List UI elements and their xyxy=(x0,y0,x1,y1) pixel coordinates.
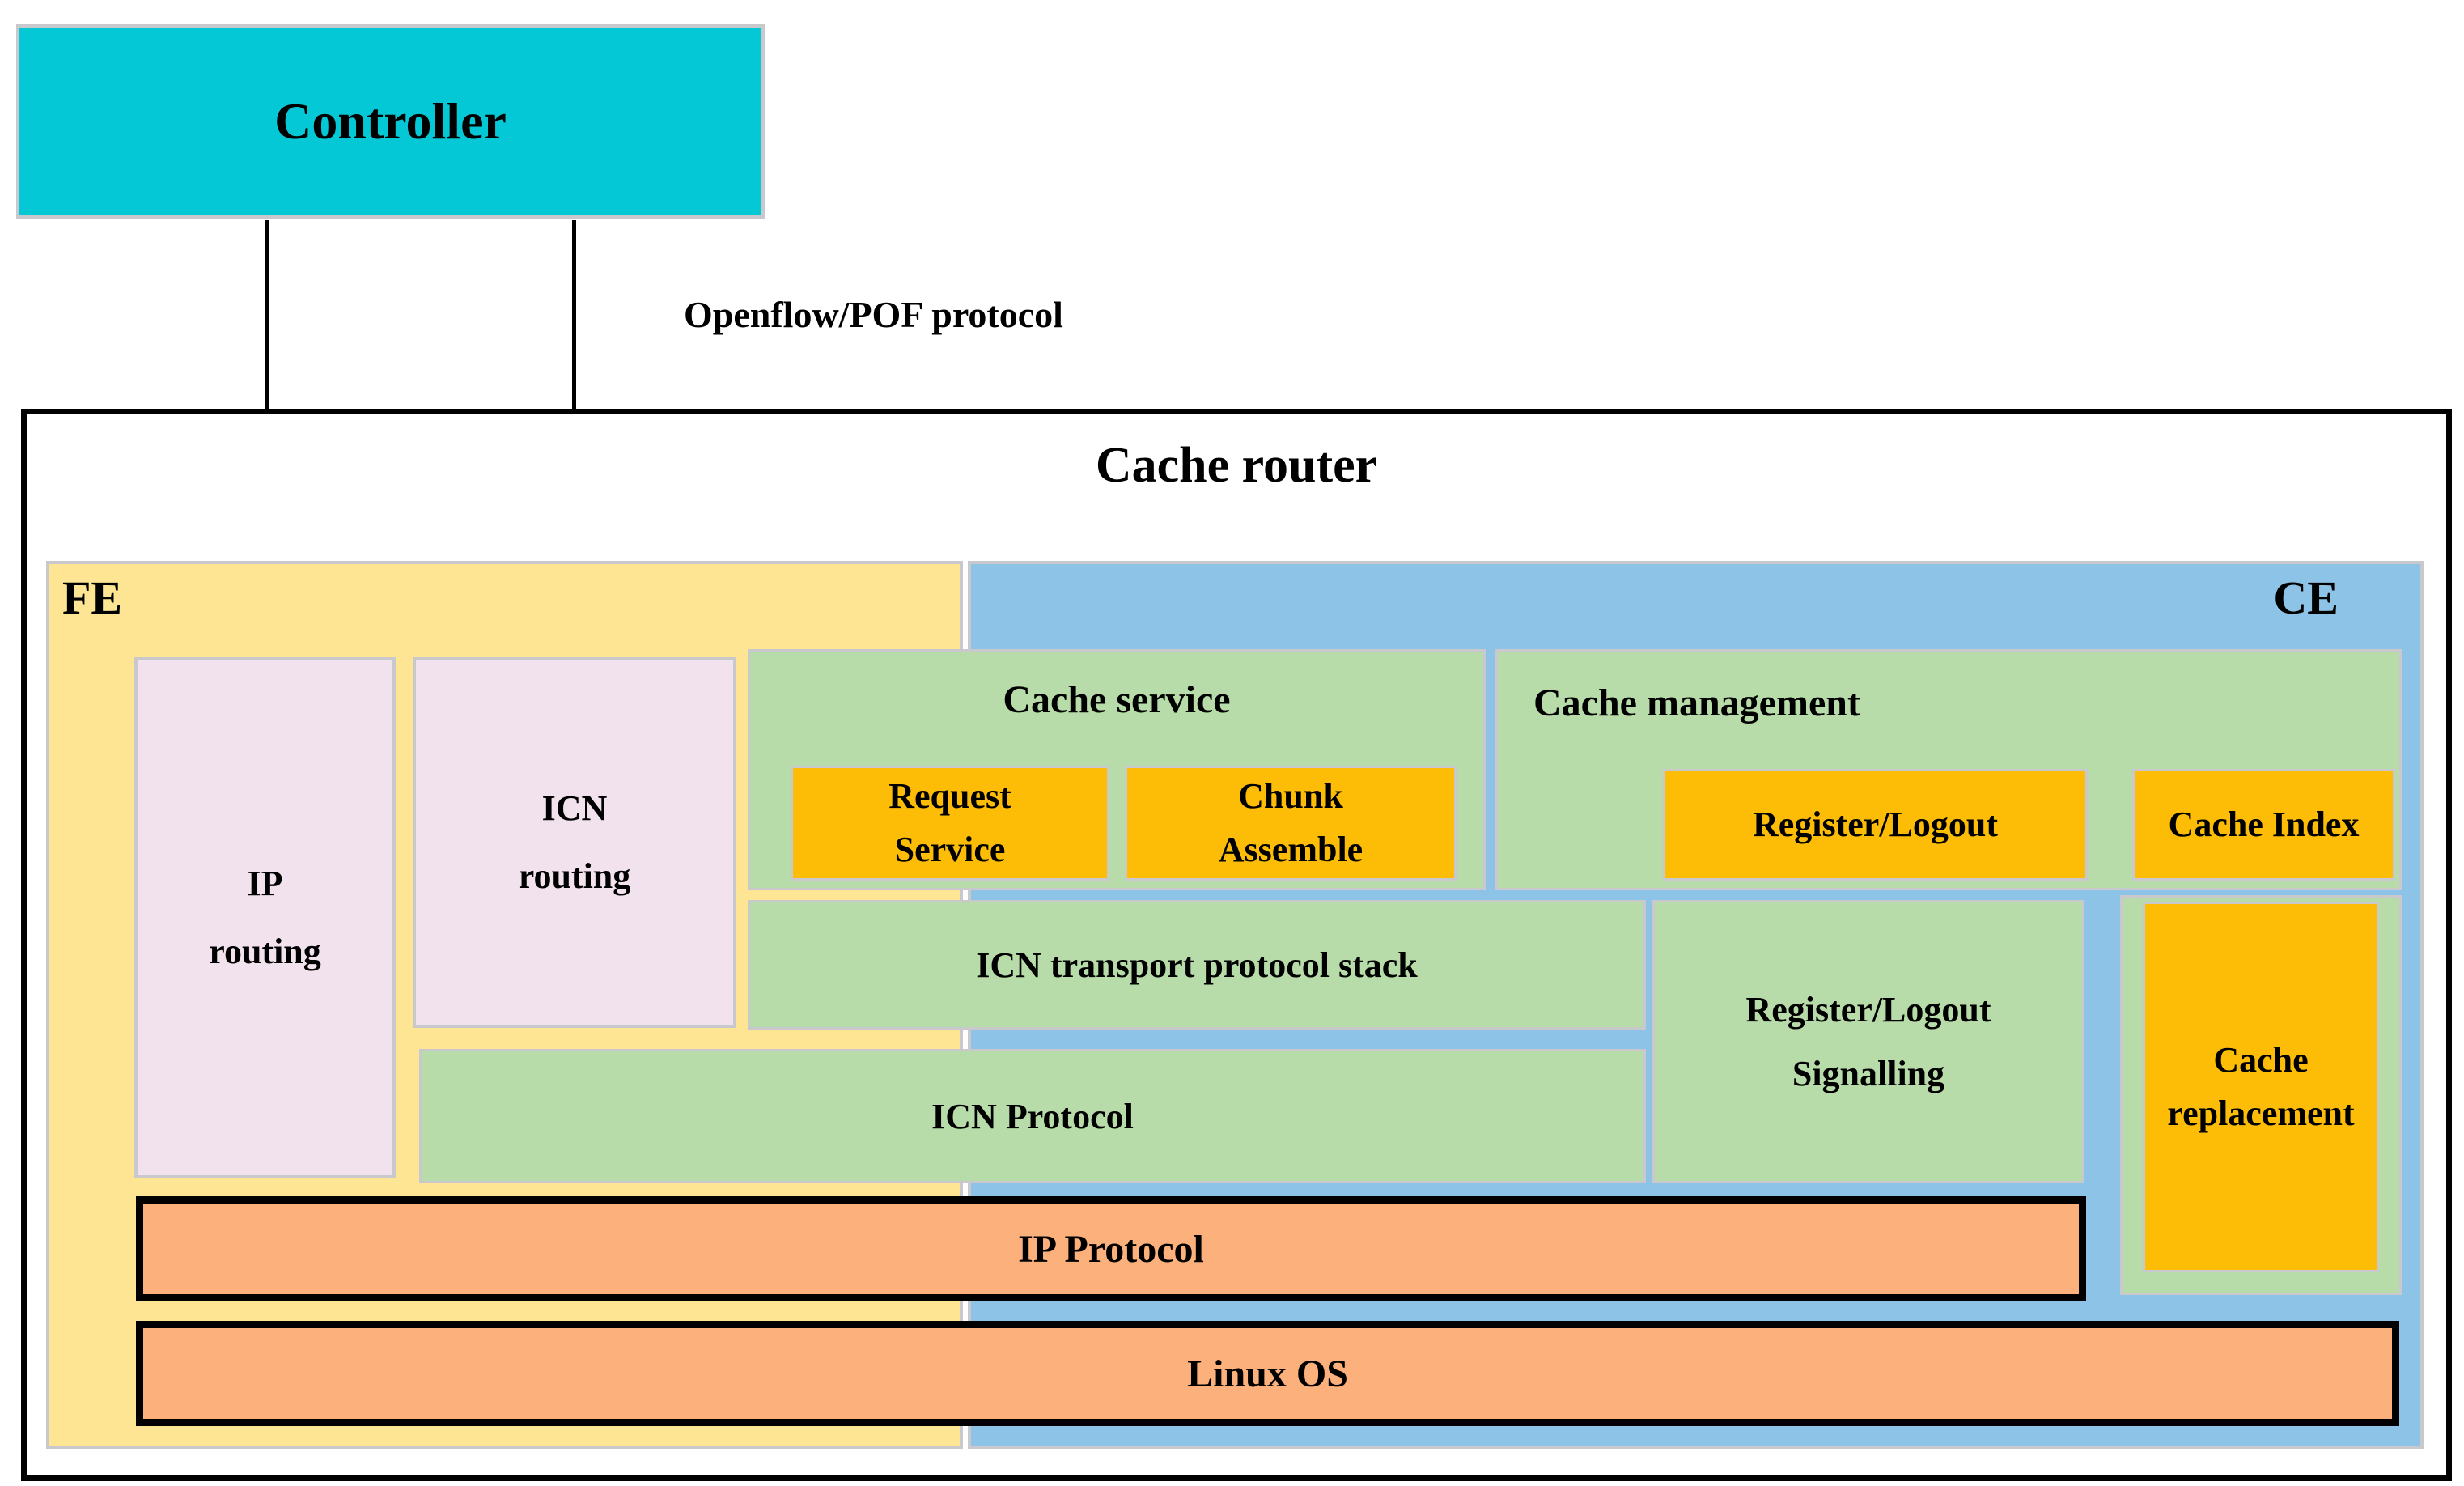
ip-protocol-bar: IP Protocol xyxy=(136,1196,2086,1301)
request-service-label-line1: Request xyxy=(888,776,1011,816)
cache-replacement-label-line1: Cache xyxy=(2213,1040,2309,1080)
register-logout-signalling-box: Register/Logout Signalling xyxy=(1652,900,2084,1183)
request-service-label-line2: Service xyxy=(894,830,1006,869)
register-logout-signalling-label-line1: Register/Logout xyxy=(1745,989,1991,1030)
controller-label: Controller xyxy=(274,92,507,150)
chunk-assemble-box: Chunk Assemble xyxy=(1125,766,1457,881)
icn-routing-label-line1: ICN xyxy=(541,788,608,829)
register-logout-signalling-label-line2: Signalling xyxy=(1792,1054,1945,1093)
ce-label: CE xyxy=(2273,571,2339,624)
cache-service-title: Cache service xyxy=(1003,678,1231,721)
chunk-assemble-label-line2: Assemble xyxy=(1218,830,1363,869)
cache-management-title: Cache management xyxy=(1533,681,1860,724)
fe-label: FE xyxy=(62,571,123,624)
icn-transport-protocol-stack-box: ICN transport protocol stack xyxy=(748,900,1646,1030)
icn-routing-label-line2: routing xyxy=(518,856,631,896)
chunk-assemble-label-line1: Chunk xyxy=(1238,776,1343,816)
cache-index-label: Cache Index xyxy=(2168,805,2360,844)
ip-routing-label-line1: IP xyxy=(247,864,283,904)
cache-replacement-box: Cache replacement xyxy=(2143,902,2379,1272)
ip-routing-label-line2: routing xyxy=(209,932,321,971)
cache-replacement-label-line2: replacement xyxy=(2167,1093,2355,1133)
ip-protocol-label: IP Protocol xyxy=(1018,1227,1204,1271)
controller-box: Controller xyxy=(16,24,765,219)
request-service-box: Request Service xyxy=(791,766,1109,881)
openflow-pof-protocol-label: Openflow/POF protocol xyxy=(684,294,1063,335)
register-logout-box: Register/Logout xyxy=(1663,769,2088,881)
linux-os-bar: Linux OS xyxy=(136,1321,2399,1426)
icn-transport-protocol-stack-label: ICN transport protocol stack xyxy=(976,945,1418,985)
ip-routing-box: IP routing xyxy=(134,657,396,1178)
cache-index-box: Cache Index xyxy=(2132,769,2395,881)
icn-routing-box: ICN routing xyxy=(413,657,736,1028)
icn-protocol-label: ICN Protocol xyxy=(931,1096,1134,1136)
register-logout-label: Register/Logout xyxy=(1752,805,1999,844)
linux-os-label: Linux OS xyxy=(1187,1352,1348,1395)
cache-router-title: Cache router xyxy=(1095,438,1378,493)
icn-protocol-box: ICN Protocol xyxy=(419,1049,1646,1183)
